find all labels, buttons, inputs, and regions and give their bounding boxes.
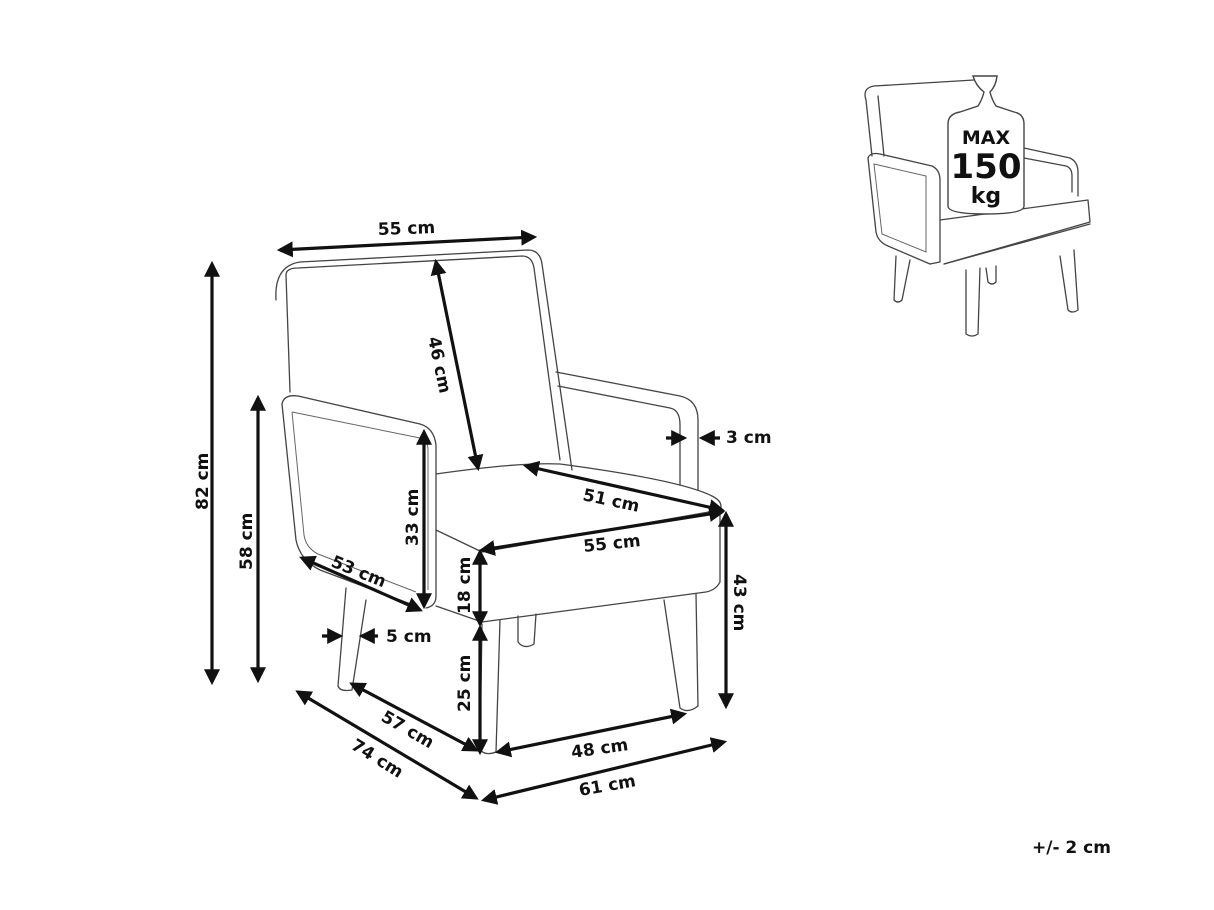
main-chair-drawing: [275, 249, 722, 755]
label-leg-height: 25 cm: [455, 655, 475, 712]
label-seat-height: 43 cm: [729, 574, 749, 631]
label-total-depth: 74 cm: [347, 735, 406, 782]
max-load-label: MAX: [962, 127, 1011, 149]
label-arm-thickness: 3 cm: [726, 428, 772, 448]
label-total-height: 82 cm: [193, 453, 213, 510]
max-load-unit: kg: [971, 184, 1001, 209]
label-armrest-depth: 53 cm: [328, 552, 389, 592]
label-leg-span-width: 48 cm: [570, 735, 630, 763]
max-load-value: 150: [951, 147, 1022, 187]
label-leg-width: 5 cm: [386, 627, 432, 647]
label-armrest-panel-height: 33 cm: [403, 489, 423, 546]
dimension-labels: 55 cm 46 cm 82 cm 58 cm 33 cm 53 cm 3 cm…: [193, 218, 772, 801]
label-seat-width: 55 cm: [582, 531, 641, 557]
label-seat-cushion-height: 18 cm: [455, 557, 475, 614]
label-back-width: 55 cm: [377, 218, 435, 240]
label-backrest-height: 46 cm: [423, 335, 454, 395]
label-armrest-height: 58 cm: [237, 513, 257, 570]
dimension-arrows: [204, 229, 734, 805]
max-load-illustration: MAX 150 kg: [864, 75, 1091, 337]
tolerance-note: +/- 2 cm: [1032, 838, 1111, 858]
